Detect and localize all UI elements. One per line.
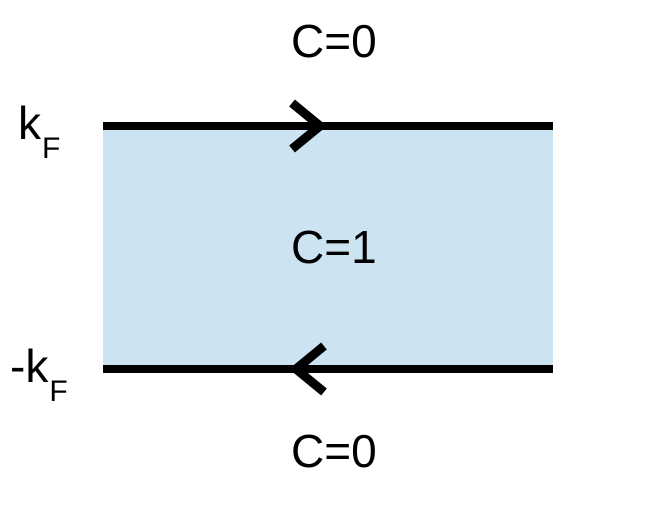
fermi-momentum-label-top: kF <box>18 97 60 164</box>
chern-region-fill <box>103 130 553 365</box>
fermi-line-top-group <box>103 99 553 153</box>
chern-number-above: C=0 <box>291 15 377 67</box>
fermi-line-bottom <box>103 365 553 373</box>
chern-number-inside: C=1 <box>291 221 377 273</box>
fermi-momentum-base-bottom: -k <box>10 340 49 392</box>
chern-number-below: C=0 <box>291 425 377 477</box>
fermi-line-bottom-group <box>103 342 553 396</box>
fermi-line-top <box>103 122 553 130</box>
fermi-momentum-subscript-top: F <box>42 132 61 166</box>
fermi-momentum-subscript-bottom: F <box>49 375 68 409</box>
arrow-left-icon <box>288 342 327 396</box>
arrow-right-icon <box>289 99 328 153</box>
fermi-momentum-base-top: k <box>18 97 41 149</box>
fermi-momentum-label-bottom: -kF <box>10 340 68 407</box>
